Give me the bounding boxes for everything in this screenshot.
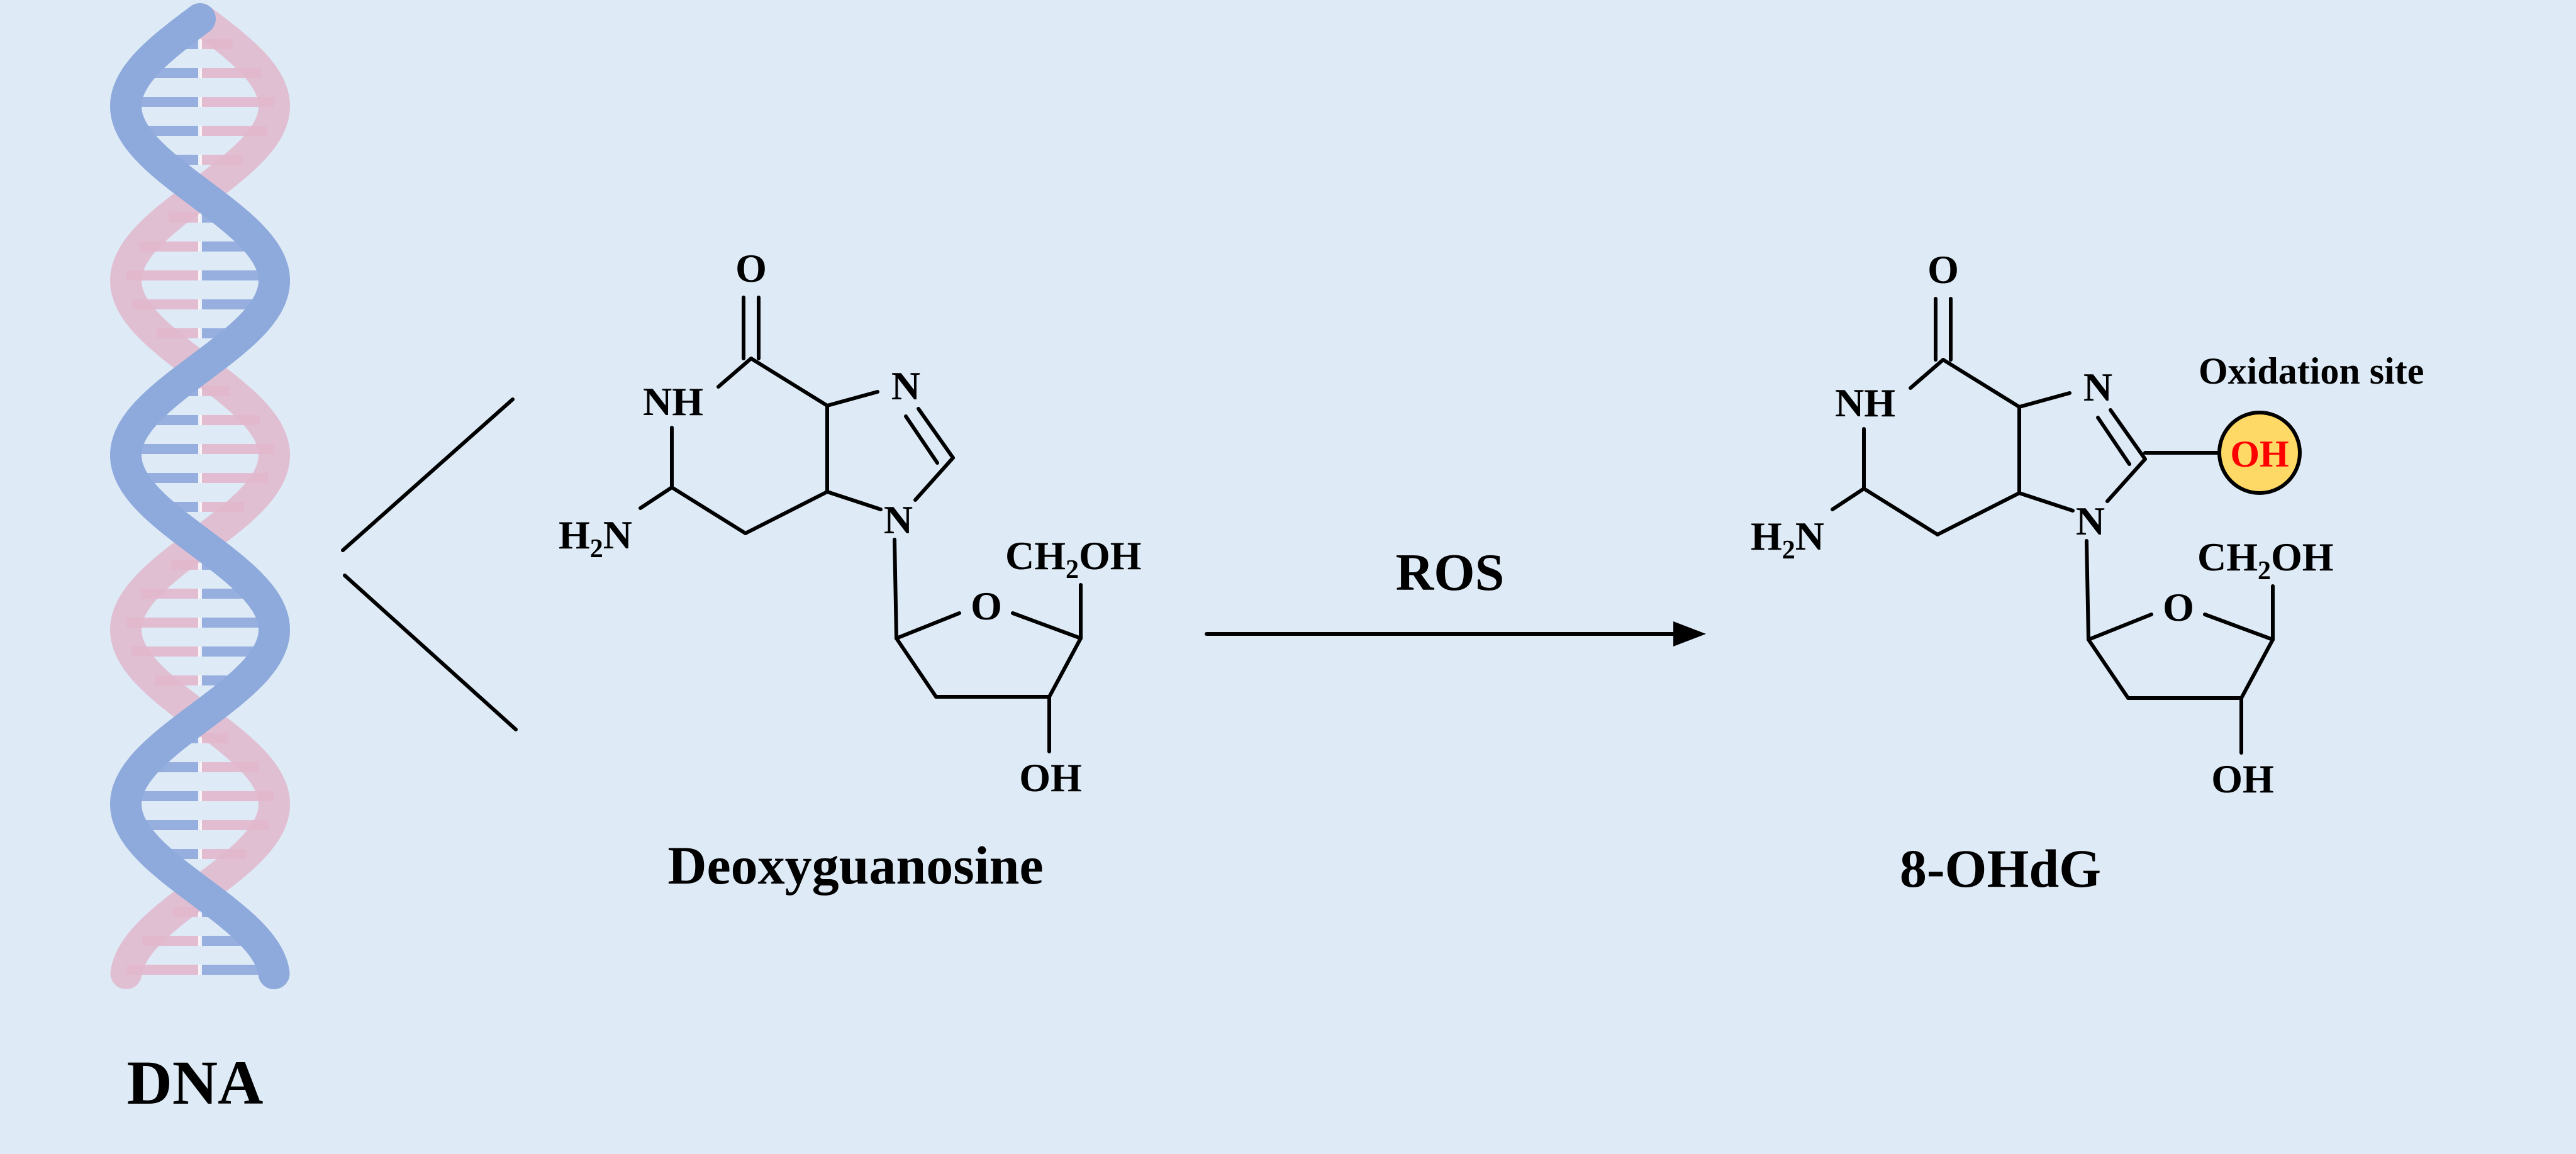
reaction-label: ROS — [1396, 543, 1505, 602]
reactant-ring-o: O — [971, 584, 1002, 628]
dna-base-pair-gap — [198, 155, 202, 165]
dna-base-pair-gap — [198, 820, 202, 830]
reaction-arrow — [1205, 621, 1706, 646]
dna-base-pair-gap — [198, 791, 202, 801]
dna-base-pair-segment — [200, 618, 274, 628]
dna-base-pair-gap — [198, 849, 202, 859]
dna-base-pair-gap — [198, 270, 202, 280]
dna-base-pair-segment — [200, 97, 274, 107]
product-bonds — [1831, 297, 2275, 755]
dna-base-pair-segment — [126, 791, 200, 801]
dna-base-pair-gap — [198, 502, 202, 512]
dna-base-pair-gap — [198, 907, 202, 917]
product-carbonyl-o: O — [1927, 247, 1959, 292]
dna-base-pair-segment — [126, 97, 200, 107]
oxidation-oh: OH — [2230, 433, 2289, 475]
dna-base-pair-gap — [198, 473, 202, 483]
dna-base-pair-gap — [198, 762, 202, 772]
dna-base-pair-gap — [198, 68, 202, 78]
dna-base-pair-gap — [198, 936, 202, 946]
dna-base-pair-gap — [198, 675, 202, 685]
reactant-n7: N — [891, 363, 920, 408]
dna-base-pair-gap — [198, 646, 202, 657]
dna-base-pair-segment — [126, 270, 200, 280]
dna-base-pair-gap — [198, 299, 202, 309]
dna-base-pair-segment — [126, 444, 200, 454]
8-ohdg-structure: O NH N N O OH H2N CH2OH OH Oxidation sit… — [1751, 247, 2424, 801]
reactant-oh: OH — [1019, 755, 1082, 800]
product-n7: N — [2083, 365, 2112, 409]
dna-zoom-bracket — [341, 397, 518, 731]
dna-base-pair-gap — [198, 733, 202, 743]
reactant-amine: H2N — [559, 513, 632, 563]
product-name: 8-OHdG — [1900, 838, 2101, 899]
dna-label: DNA — [127, 1048, 264, 1118]
dna-base-pair-segment — [200, 965, 274, 975]
reactant-carbonyl-o: O — [735, 246, 767, 291]
reactant-bonds — [638, 296, 1083, 753]
product-ring-o: O — [2163, 585, 2194, 630]
product-amine: H2N — [1751, 514, 1824, 565]
dna-helix-icon — [109, 3, 291, 989]
dna-base-pair-segment — [200, 444, 274, 454]
dna-base-pair-gap — [198, 97, 202, 107]
dna-base-pair-gap — [198, 213, 202, 223]
dna-base-pair-gap — [198, 386, 202, 396]
dna-base-pair-gap — [198, 444, 202, 454]
dna-base-pair-gap — [198, 589, 202, 599]
dna-strand-pink — [109, 3, 291, 989]
dna-base-pair-segment — [126, 965, 200, 975]
product-nh: NH — [1835, 380, 1895, 425]
dna-base-pair-segment — [126, 618, 200, 628]
product-n9: N — [2076, 499, 2105, 543]
reactant-nh: NH — [643, 379, 703, 424]
dna-base-pair-gap — [198, 415, 202, 425]
dna-base-pair-gap — [198, 560, 202, 570]
product-oh: OH — [2211, 757, 2274, 801]
dna-base-pair-segment — [200, 270, 274, 280]
dna-base-pair-segment — [200, 791, 274, 801]
dna-base-pair-gap — [198, 965, 202, 975]
dna-base-pair-gap — [198, 328, 202, 338]
dna-base-pair-gap — [198, 126, 202, 136]
reactant-ch2oh: CH2OH — [1005, 533, 1142, 584]
dna-strand-blue — [109, 3, 291, 989]
reactant-name: Deoxyguanosine — [667, 835, 1043, 896]
dna-base-pair-gap — [198, 241, 202, 252]
reactant-n9: N — [884, 497, 913, 542]
deoxyguanosine-structure: O NH N N O OH H2N CH2OH — [559, 246, 1142, 800]
dna-base-pair-gap — [198, 39, 202, 49]
oxidation-site-circle — [2217, 411, 2302, 495]
dna-base-pair-gap — [198, 618, 202, 628]
product-ch2oh: CH2OH — [2197, 535, 2334, 585]
oxidation-site-label: Oxidation site — [2199, 350, 2424, 392]
